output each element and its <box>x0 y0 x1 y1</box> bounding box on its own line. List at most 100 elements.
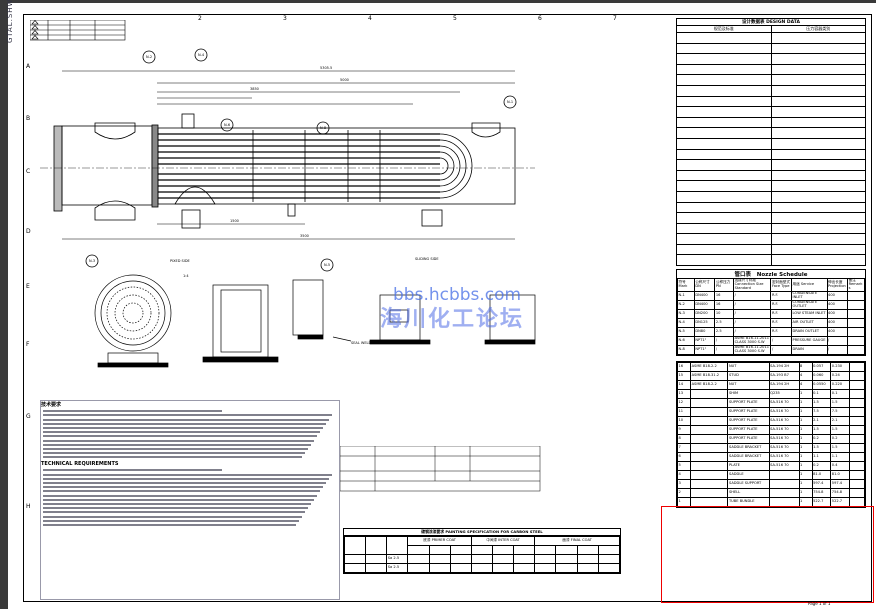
parts-cell: PLATE <box>727 461 770 471</box>
requirement-line <box>43 498 315 501</box>
parts-cell <box>690 479 729 489</box>
parts-cell: 1.5 <box>811 443 832 453</box>
parts-cell <box>848 434 866 444</box>
nozzle-cell: R.F. <box>770 326 793 337</box>
vessel-category-label: 压力容器类别 <box>806 26 831 31</box>
sliding-side-label: SLIDING SIDE <box>415 257 439 261</box>
parts-cell: SA-193 B7 <box>768 371 800 381</box>
design-data-row <box>677 213 771 224</box>
design-data-row <box>677 54 771 65</box>
design-data-row <box>677 75 771 86</box>
grid-col: 7 <box>613 15 617 22</box>
nozzle-cell <box>847 317 865 328</box>
parts-cell: 7 <box>676 443 692 453</box>
design-data-row <box>771 192 865 203</box>
parts-cell: 1.5 <box>830 443 850 453</box>
standards-label: 规范及标准 <box>677 26 772 32</box>
nozzle-cell: 10 <box>714 308 735 319</box>
design-data-row <box>771 171 865 182</box>
surface-prep: Sa 2.5 <box>386 563 409 573</box>
parts-cell: 597.4 <box>830 479 850 489</box>
nozzle-cell: 400 <box>826 290 849 301</box>
design-data-row <box>771 160 865 171</box>
parts-cell: 1 <box>798 425 813 435</box>
design-data-row <box>771 245 865 256</box>
nozzle-header-cell: 公称尺寸 DN <box>693 278 716 292</box>
parts-cell: 9 <box>676 425 692 435</box>
parts-cell: SADDLE BRACKET <box>727 452 770 462</box>
nozzle-cell <box>847 290 865 301</box>
parts-cell: 1 <box>798 416 813 426</box>
parts-cell: 0.1 <box>830 389 850 399</box>
grid-row: H <box>26 503 31 510</box>
nozzle-cell: 400 <box>826 317 849 328</box>
parts-cell <box>848 407 866 417</box>
design-data-row <box>771 33 865 44</box>
nozzle-cell <box>847 344 865 355</box>
parts-cell <box>848 362 866 372</box>
parts-cell: 1.5 <box>830 425 850 435</box>
tech-title-cn: 技术要求 <box>41 402 62 408</box>
parts-cell: 7.5 <box>830 407 850 417</box>
nozzle-header-cell: 备注 Remarks <box>847 278 865 292</box>
watermark-name: 海川化工论坛 <box>380 307 525 332</box>
parts-cell: 0.230 <box>830 362 850 372</box>
nozzle-cell: R.F. <box>770 308 793 319</box>
design-data-row <box>771 44 865 55</box>
parts-cell: 0.060 <box>811 371 832 381</box>
parts-cell <box>690 461 729 471</box>
heat-exchanger-elevation: 5305.5 5000 3850 1500 3500 N-2 N-4 N-1 N… <box>40 48 535 272</box>
requirement-line <box>43 410 222 413</box>
nozzle-cell: / <box>733 299 772 310</box>
design-data-row <box>677 255 771 267</box>
parts-cell <box>848 470 866 480</box>
nozzle-header-cell: 公称压力 PN <box>714 278 735 292</box>
grid-row: B <box>26 115 31 122</box>
nozzle-cell: AIR OUTLET <box>791 317 828 328</box>
nozzle-cell: N-5 <box>677 326 695 337</box>
parts-cell: 6 <box>676 452 692 462</box>
nozzle-cell: ASME B16.11-2011 CLASS 3000 S.W <box>733 335 772 346</box>
surface-prep: Sa 2.5 <box>386 554 409 564</box>
parts-cell: 1.5 <box>811 425 832 435</box>
parts-cell: 0.057 <box>811 362 832 372</box>
dim-tube-length: 5000 <box>340 78 349 82</box>
design-data-row <box>677 160 771 171</box>
parts-cell: SA-194 2H <box>768 380 800 390</box>
parts-cell: 11 <box>676 407 692 417</box>
painting-spec: 碳钢涂漆要求 PAINTING SPECIFICATION FOR CARBON… <box>343 528 621 574</box>
requirement-line <box>43 523 297 526</box>
dim-d2: 1500 <box>230 219 239 223</box>
nozzle-cell: N-2 <box>677 299 695 310</box>
parts-cell <box>848 371 866 381</box>
parts-cell: 754.8 <box>811 488 832 498</box>
nozzle-cell: LOW STEAM INLET <box>791 308 828 319</box>
design-data-row <box>771 75 865 86</box>
parts-cell: SA-516 70 <box>768 443 800 453</box>
design-data-row <box>677 245 771 256</box>
parts-cell: 1 <box>798 488 813 498</box>
nozzle-cell: 400 <box>826 326 849 337</box>
parts-cell <box>690 425 729 435</box>
seal-weld-label: SEAL WELD <box>351 341 372 345</box>
design-data-row <box>677 33 771 44</box>
nozzle-cell: CONDENSATE INLET <box>791 290 828 301</box>
parts-cell: 0.220 <box>830 380 850 390</box>
nozzle-cell: DN200 <box>693 308 716 319</box>
design-data-row <box>677 44 771 55</box>
nozzle-cell: 400 <box>826 299 849 310</box>
parts-cell: 1.5 <box>830 398 850 408</box>
parts-cell: SA-194 2H <box>768 362 800 372</box>
parts-cell: 4 <box>798 371 813 381</box>
nozzle-tag: N-6 <box>224 123 230 127</box>
requirement-line <box>43 431 321 434</box>
requirement-line <box>43 422 327 425</box>
nozzle-cell: / <box>733 317 772 328</box>
